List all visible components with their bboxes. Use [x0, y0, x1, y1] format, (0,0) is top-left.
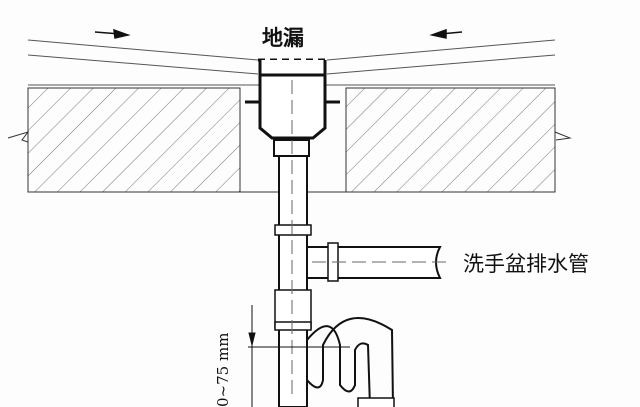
- basin-drain-pipe-label: 洗手盆排水管: [463, 252, 589, 276]
- floor-drain-label: 地漏: [262, 26, 304, 50]
- floor-drain-body: [245, 58, 340, 157]
- dimension-line: [248, 305, 350, 407]
- concrete-slab: [7, 87, 572, 193]
- dimension-label: 0~75 mm: [214, 332, 232, 407]
- slope-arrows: [94, 28, 463, 39]
- pipes: [274, 80, 448, 407]
